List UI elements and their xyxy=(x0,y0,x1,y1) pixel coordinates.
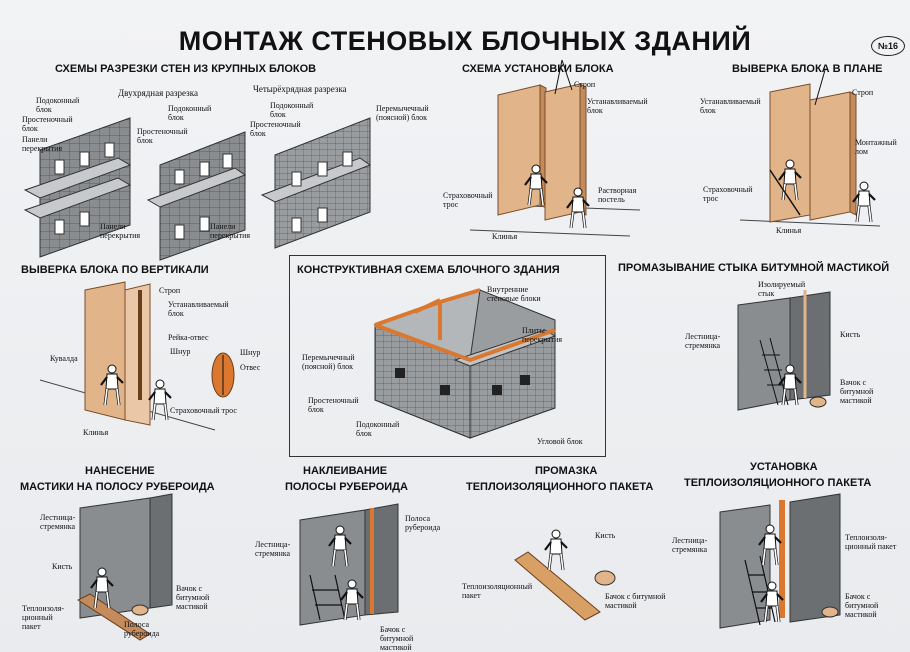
set-illustration xyxy=(719,493,841,629)
vertical-label-sledgehammer: Кувалда xyxy=(50,354,78,363)
apply-title-1: НАНЕСЕНИЕ xyxy=(85,465,155,477)
bitumen-title: ПРОМАЗЫВАНИЕ СТЫКА БИТУМНОЙ МАСТИКОЙ xyxy=(618,262,890,274)
vertical-label-rope: Страховочный трос xyxy=(170,406,237,415)
structure-label-window: Подоконный блок xyxy=(356,420,400,438)
plan-label-crowbar: Монтажный лом xyxy=(855,138,897,156)
set-label-package: Теплоизоля-ционный пакет xyxy=(845,533,897,551)
install-label-wedges: Клинья xyxy=(492,232,518,241)
coat-title-1: ПРОМАЗКА xyxy=(535,465,598,477)
structure-label-pier: Простеночный блок xyxy=(308,396,359,414)
apply-label-package: Теплоизоля-ционный пакет xyxy=(22,604,65,631)
structure-label-corner: Угловой блок xyxy=(537,437,583,446)
label-window-block-2: Подоконный блок xyxy=(168,104,212,122)
vertical-label-plumb: Отвес xyxy=(240,363,261,372)
label-pier-block-1: Простеночный блок xyxy=(22,115,73,133)
coat-illustration xyxy=(514,528,616,621)
bitumen-label-joint: Изолируемый стык xyxy=(758,280,806,298)
four-row-cutting-wall xyxy=(260,117,372,249)
glue-title-2: ПОЛОСЫ РУБЕРОИДА xyxy=(285,481,408,493)
bitumen-label-ladder: Лестница-стремянка xyxy=(685,332,721,350)
label-window-block-1: Подоконный блок xyxy=(36,96,80,114)
cutting-sub-two-row: Двухрядная разрезка xyxy=(118,88,198,98)
apply-label-bucket: Вачок с битумной мастикой xyxy=(176,584,210,611)
glue-label-bucket: Бачок с битумной мастикой xyxy=(380,625,414,652)
bitumen-illustration xyxy=(737,290,831,411)
coat-label-package: Теплоизоляционный пакет xyxy=(462,582,533,600)
vertical-title: ВЫВЕРКА БЛОКА ПО ВЕРТИКАЛИ xyxy=(21,264,209,276)
install-label-mortar: Растворная постель xyxy=(598,186,637,204)
glue-illustration xyxy=(299,503,399,626)
vertical-label-wedges: Клинья xyxy=(83,428,109,437)
vertical-illustration xyxy=(39,281,235,431)
plan-label-sling: Строп xyxy=(852,88,874,97)
plan-label-block: Устанавливаемый блок xyxy=(700,97,761,115)
structure-title: КОНСТРУКТИВНАЯ СХЕМА БЛОЧНОГО ЗДАНИЯ xyxy=(297,264,560,276)
install-illustration xyxy=(469,59,641,237)
plan-illustration xyxy=(739,69,881,227)
label-pier-block-3: Простеночный блок xyxy=(250,120,301,138)
install-label-block: Устанавливаемый блок xyxy=(587,97,648,115)
vertical-label-block: Устанавливаемый блок xyxy=(168,300,229,318)
label-floor-panels-3: Панели перекрытия xyxy=(210,222,251,240)
plan-label-wedges: Клинья xyxy=(776,226,802,235)
apply-label-strip: Полоса рубероида xyxy=(124,620,160,638)
label-lintel-block: Перемычечный (поясной) блок xyxy=(376,104,429,122)
structure-label-slabs: Плиты перекрытия xyxy=(522,326,563,344)
label-floor-panels-1: Панели перекрытия xyxy=(22,135,63,153)
label-floor-panels-2: Панели перекрытия xyxy=(100,222,141,240)
bitumen-label-brush: Кисть xyxy=(840,330,861,339)
set-label-bucket: Бачок с битумной мастикой xyxy=(845,592,879,619)
apply-label-ladder: Лестница-стремянка xyxy=(40,513,76,531)
vertical-label-sling: Строп xyxy=(159,286,181,295)
glue-label-strip: Полоса рубероида xyxy=(405,514,441,532)
two-row-cutting-wall-2 xyxy=(146,131,247,261)
structure-label-inner-blocks: Внутренние стеновые блоки xyxy=(487,285,541,303)
set-title-2: ТЕПЛОИЗОЛЯЦИОННОГО ПАКЕТА xyxy=(684,477,872,489)
glue-title-1: НАКЛЕИВАНИЕ xyxy=(303,465,388,477)
poster-title: МОНТАЖ СТЕНОВЫХ БЛОЧНЫХ ЗДАНИЙ xyxy=(178,26,752,56)
install-label-sling: Строп xyxy=(574,80,596,89)
glue-label-ladder: Лестница-стремянка xyxy=(255,540,291,558)
coat-title-2: ТЕПЛОИЗОЛЯЦИОННОГО ПАКЕТА xyxy=(466,481,654,493)
poster-number-badge: №16 xyxy=(871,36,905,56)
set-label-ladder: Лестница-стремянка xyxy=(672,536,708,554)
bitumen-label-bucket: Вачок с битумной мастикой xyxy=(840,378,874,405)
plan-title: ВЫВЕРКА БЛОКА В ПЛАНЕ xyxy=(732,63,883,75)
structure-label-lintel: Перемычечный (поясной) блок xyxy=(302,353,355,371)
plan-label-rope: Страховочный трос xyxy=(703,185,753,203)
apply-label-brush: Кисть xyxy=(52,562,73,571)
install-label-rope: Страховочный трос xyxy=(443,191,493,209)
two-row-cutting-wall-1 xyxy=(23,117,132,258)
apply-illustration xyxy=(76,493,173,641)
set-title-1: УСТАНОВКА xyxy=(750,461,818,473)
structure-illustration xyxy=(373,288,557,439)
cutting-title: СХЕМЫ РАЗРЕЗКИ СТЕН ИЗ КРУПНЫХ БЛОКОВ xyxy=(55,63,317,75)
vertical-label-cord-2: Шнур xyxy=(240,348,261,357)
install-title: СХЕМА УСТАНОВКИ БЛОКА xyxy=(462,63,614,75)
label-window-block-3: Подоконный блок xyxy=(270,101,314,119)
cutting-sub-four-row: Четырёхрядная разрезка xyxy=(253,84,347,94)
vertical-label-rail: Рейка-отвес xyxy=(168,333,209,342)
vertical-label-cord: Шнур xyxy=(170,347,191,356)
apply-title-2: МАСТИКИ НА ПОЛОСУ РУБЕРОИДА xyxy=(20,481,215,493)
coat-label-brush: Кисть xyxy=(595,531,616,540)
structure-frame xyxy=(289,255,606,457)
label-pier-block-2: Простеночный блок xyxy=(137,127,188,145)
coat-label-bucket: Бачок с битумной мастикой xyxy=(605,592,666,610)
